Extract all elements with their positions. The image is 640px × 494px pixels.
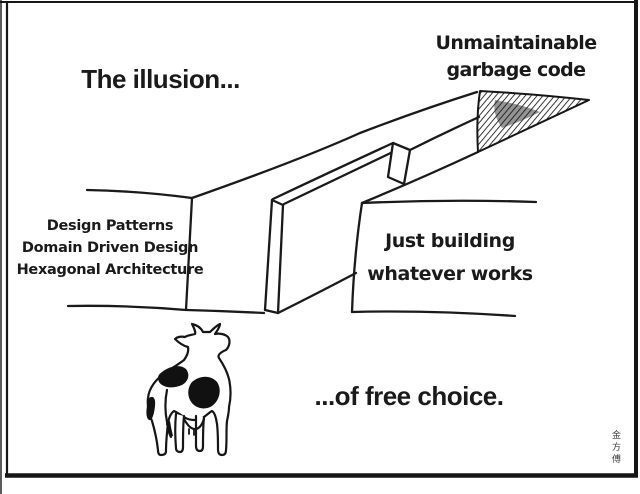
left-wall-label-line3: Hexagonal Architecture bbox=[16, 262, 204, 278]
corridor-end-label-line1: Unmaintainable bbox=[435, 32, 598, 54]
right-wall bbox=[350, 150, 538, 318]
left-wall-label-line2: Domain Driven Design bbox=[21, 240, 199, 256]
corridor-end-label: Unmaintainable garbage code bbox=[420, 30, 612, 84]
right-wall-label-line2: whatever works bbox=[367, 263, 533, 285]
corridor-divider-wall bbox=[263, 115, 481, 315]
caption-bottom: ...of free choice. bbox=[314, 381, 504, 411]
left-wall-label: Design Patterns Domain Driven Design Hex… bbox=[8, 215, 212, 281]
corridor-end-label-line2: garbage code bbox=[446, 59, 587, 81]
right-wall-label: Just building whatever works bbox=[352, 225, 548, 291]
left-wall bbox=[66, 90, 479, 315]
hatched-wall-end bbox=[476, 90, 590, 153]
cow-illustration bbox=[146, 322, 232, 457]
cow-spots bbox=[146, 366, 220, 421]
left-wall-label-line1: Design Patterns bbox=[46, 218, 174, 234]
caption-top: The illusion... bbox=[81, 64, 240, 94]
right-wall-label-line1: Just building bbox=[385, 230, 515, 252]
artist-signature: 金方傅 bbox=[610, 430, 620, 466]
